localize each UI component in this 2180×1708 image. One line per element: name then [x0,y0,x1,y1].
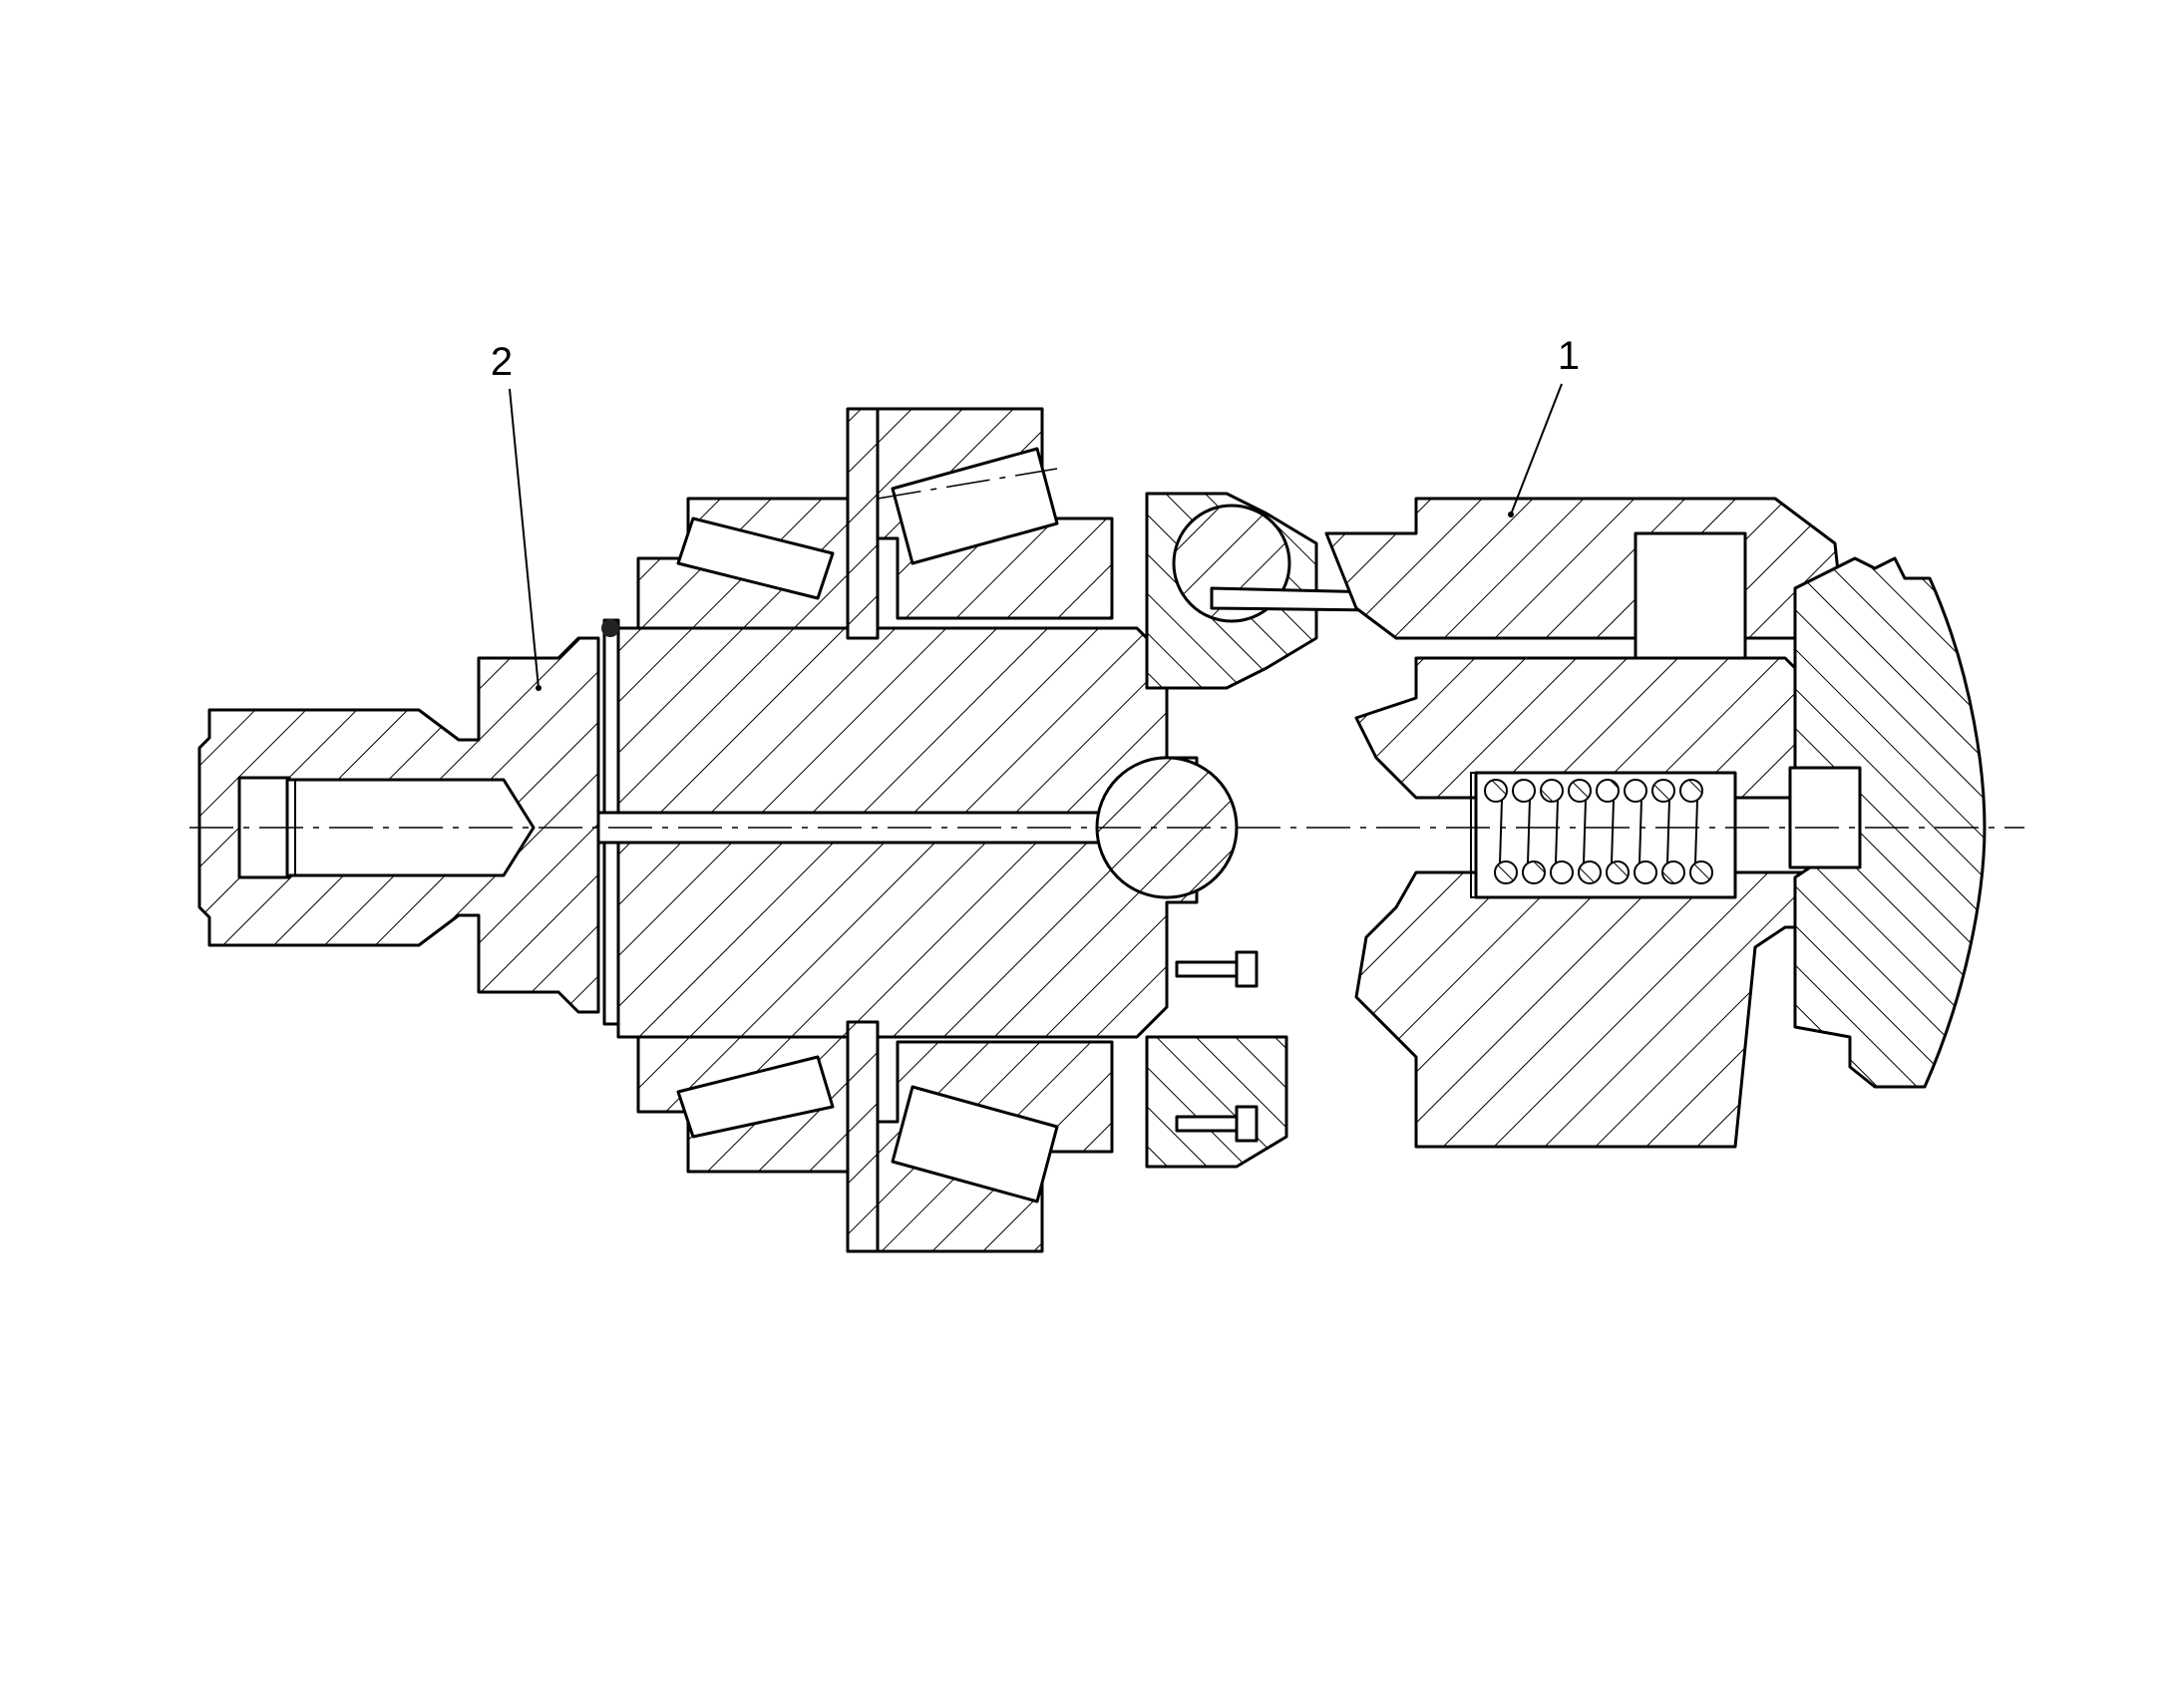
spring-coil-top [1568,779,1592,803]
screw-head-lower [1235,1105,1259,1143]
spring-coil-link [1583,799,1587,864]
cylinder-block-part-1 [1324,497,1847,1149]
callout-1-leader [1510,383,1563,515]
spring-coil-top [1651,779,1675,803]
spring-coil-top [1596,779,1620,803]
spring-coil-link [1666,799,1670,864]
tapered-roller-upper [891,447,1059,565]
spring-coil-top [1624,779,1647,803]
screw-lower [1175,1115,1239,1133]
compression-spring [1470,772,1736,898]
spring-coil-link [1527,799,1531,864]
spring-coil-bottom [1494,860,1518,884]
callout-2-dot [536,685,542,691]
spring-coil-bottom [1689,860,1713,884]
end-cap [1788,556,1987,1089]
spring-coil-link [1555,799,1559,864]
callout-2-label: 2 [491,340,513,384]
callout-1: 1 [1508,334,1580,517]
spring-coil-bottom [1522,860,1546,884]
callout-1-label: 1 [1558,334,1580,378]
spring-coil-bottom [1661,860,1685,884]
spring-coil-link [1638,799,1642,864]
tapered-roller-upper-inner [676,516,835,600]
shaft-end-part-2 [197,636,600,1014]
screw-upper [1175,960,1239,978]
fasteners [1175,950,1259,1143]
callout-2-leader [509,388,540,689]
screw-head-upper [1235,950,1259,988]
piston-bore [1634,531,1747,660]
spring-coil-bottom [1578,860,1602,884]
spring-coil-top [1484,779,1508,803]
o-ring-seal [601,619,619,637]
spring-coil-link [1694,799,1698,864]
tapered-roller-lower-inner [676,1055,835,1139]
spring-coil-bottom [1634,860,1657,884]
spring-coil-bottom [1606,860,1630,884]
spring-coil-top [1512,779,1536,803]
spring-coil-top [1540,779,1564,803]
upper-bearing-housing [636,407,1114,640]
callout-2: 2 [491,340,542,691]
lower-bearing-housing [636,1020,1114,1253]
spring-coil-link [1611,799,1615,864]
spring-coil-bottom [1550,860,1574,884]
main-shaft [596,618,1199,1039]
tapered-roller-lower [891,1085,1059,1203]
end-cap-plug [1788,766,1862,869]
callout-1-dot [1508,512,1514,517]
spring-coil-top [1679,779,1703,803]
spring-coil-link [1499,799,1503,864]
